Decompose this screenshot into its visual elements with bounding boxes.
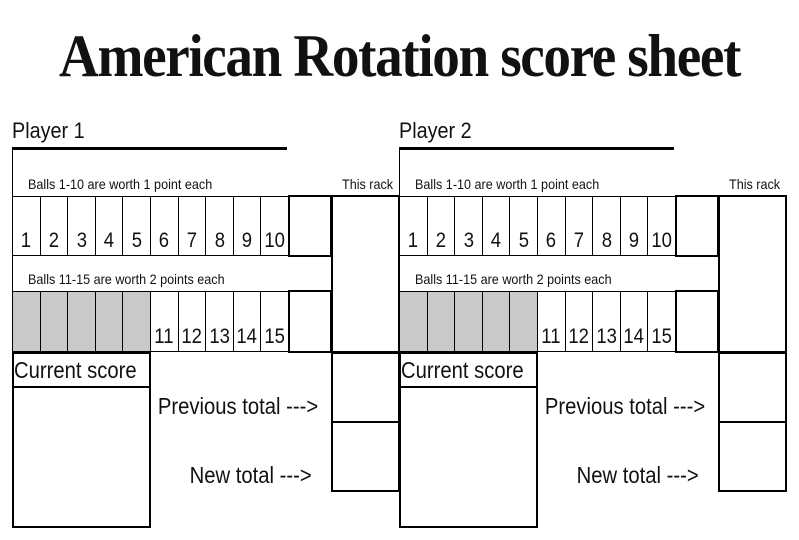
balls-high-label: Balls 11-15 are worth 2 points each [415, 271, 612, 287]
ball-cell[interactable]: 1 [12, 196, 41, 256]
ball-cell[interactable]: 9 [232, 196, 262, 256]
ball-cell[interactable]: 11 [537, 291, 566, 352]
player-name: Player 1 [12, 118, 85, 143]
balls-low-label: Balls 1-10 are worth 1 point each [28, 176, 213, 192]
ball-cell[interactable]: 15 [647, 291, 676, 352]
shaded-cell [399, 291, 428, 352]
ball-cell[interactable]: 7 [564, 196, 594, 256]
shaded-cell [94, 291, 124, 352]
ball-cell[interactable]: 1 [399, 196, 428, 256]
new-total-box[interactable] [718, 421, 787, 492]
high-balls-score-box[interactable] [675, 290, 719, 353]
previous-total-label: Previous total ---> [544, 393, 705, 419]
ball-cell[interactable]: 8 [592, 196, 621, 256]
ball-cell[interactable]: 3 [454, 196, 483, 256]
low-balls-score-box[interactable] [675, 195, 719, 257]
ball-cell[interactable]: 5 [509, 196, 538, 256]
ball-cell[interactable]: 13 [592, 291, 621, 352]
shaded-cell [509, 291, 538, 352]
current-score-label: Current score [14, 357, 137, 383]
panel-left-border [399, 256, 400, 292]
ball-cell[interactable]: 4 [481, 196, 511, 256]
shaded-cell [67, 291, 96, 352]
this-rack-label: This rack [729, 176, 781, 192]
shaded-cell [12, 291, 41, 352]
panel-left-border [12, 256, 13, 292]
ball-cell[interactable]: 2 [426, 196, 456, 256]
ball-cell[interactable]: 6 [150, 196, 179, 256]
ball-cell[interactable]: 7 [177, 196, 207, 256]
current-score-box[interactable] [12, 386, 151, 528]
new-total-label: New total ---> [189, 462, 312, 488]
low-balls-score-box[interactable] [288, 195, 332, 257]
previous-total-box[interactable] [718, 352, 787, 423]
ball-cell[interactable]: 5 [122, 196, 151, 256]
ball-cell[interactable]: 14 [619, 291, 649, 352]
ball-cell[interactable]: 12 [177, 291, 207, 352]
shaded-cell [454, 291, 483, 352]
ball-cell[interactable]: 9 [619, 196, 649, 256]
this-rack-box[interactable] [331, 195, 400, 353]
ball-cell[interactable]: 13 [205, 291, 234, 352]
ball-cell[interactable]: 4 [94, 196, 124, 256]
page-title: American Rotation score sheet [58, 23, 741, 89]
panel-left-border [12, 149, 13, 196]
previous-total-box[interactable] [331, 352, 400, 423]
ball-cell[interactable]: 15 [260, 291, 289, 352]
high-balls-score-box[interactable] [288, 290, 332, 353]
this-rack-label: This rack [342, 176, 394, 192]
player-underline [399, 147, 674, 150]
ball-cell[interactable]: 2 [39, 196, 69, 256]
player-name: Player 2 [399, 118, 472, 143]
shaded-cell [481, 291, 511, 352]
new-total-label: New total ---> [576, 462, 699, 488]
new-total-box[interactable] [331, 421, 400, 492]
shaded-cell [39, 291, 69, 352]
this-rack-box[interactable] [718, 195, 787, 353]
player-underline [12, 147, 287, 150]
current-score-box[interactable] [399, 386, 538, 528]
shaded-cell [426, 291, 456, 352]
ball-cell[interactable]: 8 [205, 196, 234, 256]
current-score-label: Current score [401, 357, 524, 383]
ball-cell[interactable]: 12 [564, 291, 594, 352]
previous-total-label: Previous total ---> [157, 393, 318, 419]
ball-cell[interactable]: 10 [260, 196, 289, 256]
ball-cell[interactable]: 6 [537, 196, 566, 256]
panel-left-border [399, 149, 400, 196]
ball-cell[interactable]: 10 [647, 196, 676, 256]
ball-cell[interactable]: 14 [232, 291, 262, 352]
ball-cell[interactable]: 3 [67, 196, 96, 256]
shaded-cell [122, 291, 151, 352]
ball-cell[interactable]: 11 [150, 291, 179, 352]
balls-high-label: Balls 11-15 are worth 2 points each [28, 271, 225, 287]
balls-low-label: Balls 1-10 are worth 1 point each [415, 176, 600, 192]
